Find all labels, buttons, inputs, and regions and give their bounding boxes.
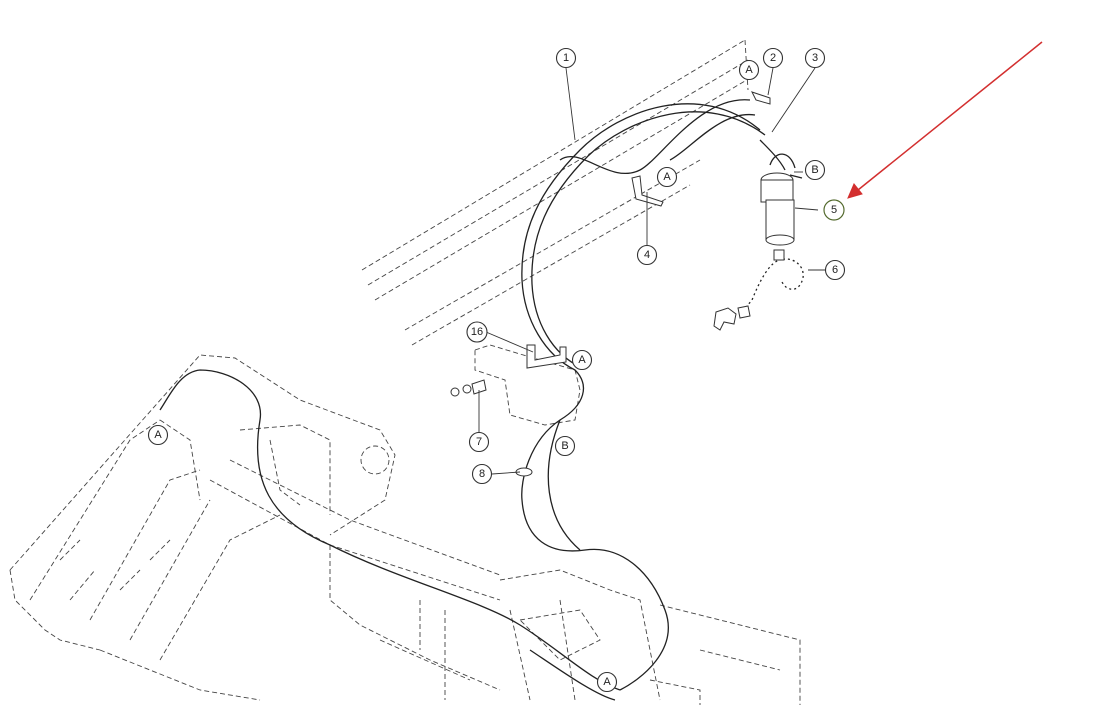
hose-assembly bbox=[159, 99, 786, 701]
callout-2: 2 bbox=[762, 47, 784, 69]
callout-8-label: 8 bbox=[479, 468, 485, 480]
ref-a-bracket4: A bbox=[656, 166, 678, 188]
ref-a-bottom-label: A bbox=[603, 676, 611, 688]
ref-a-left: A bbox=[147, 424, 169, 446]
callout-5-label: 5 bbox=[831, 204, 837, 216]
part-5-cylinder bbox=[760, 153, 803, 246]
lower-frame-outline bbox=[9, 354, 801, 705]
ref-b-top: B bbox=[804, 159, 826, 181]
ref-a-bottom: A bbox=[596, 671, 618, 693]
leader-lines bbox=[478, 67, 826, 475]
bracket-plate bbox=[474, 344, 581, 426]
callout-6: 6 bbox=[824, 259, 846, 281]
callout-2-label: 2 bbox=[770, 52, 776, 64]
callout-7: 7 bbox=[468, 431, 490, 453]
upper-frame-outline bbox=[361, 39, 751, 346]
callout-7-label: 7 bbox=[476, 436, 482, 448]
callout-16-label: 16 bbox=[471, 326, 483, 338]
ref-a-top-label: A bbox=[745, 64, 753, 76]
callout-1-label: 1 bbox=[563, 52, 569, 64]
ref-a-top: A bbox=[738, 59, 760, 81]
callout-4: 4 bbox=[636, 244, 658, 266]
red-arrow bbox=[847, 41, 1043, 199]
part-2-bracket bbox=[751, 91, 771, 105]
callout-16: 16 bbox=[466, 321, 488, 343]
ref-b-lower-label: B bbox=[561, 440, 568, 452]
callout-6-label: 6 bbox=[832, 264, 838, 276]
ref-a-left-label: A bbox=[154, 429, 162, 441]
ref-b-lower: B bbox=[554, 435, 576, 457]
ref-a-clamp-label: A bbox=[578, 354, 586, 366]
callout-3-label: 3 bbox=[812, 52, 818, 64]
callout-3: 3 bbox=[804, 47, 826, 69]
ref-a-clamp: A bbox=[571, 349, 593, 371]
callout-5: 5 bbox=[823, 199, 845, 221]
part-4-bracket bbox=[631, 175, 664, 207]
ref-b-top-label: B bbox=[811, 164, 818, 176]
callout-8: 8 bbox=[471, 463, 493, 485]
callout-1: 1 bbox=[555, 47, 577, 69]
part-6-hose bbox=[713, 249, 805, 331]
part-7-fasteners bbox=[450, 379, 487, 397]
part-16-clamp bbox=[526, 344, 567, 369]
ref-a-bracket4-label: A bbox=[663, 171, 671, 183]
callout-4-label: 4 bbox=[644, 249, 650, 261]
